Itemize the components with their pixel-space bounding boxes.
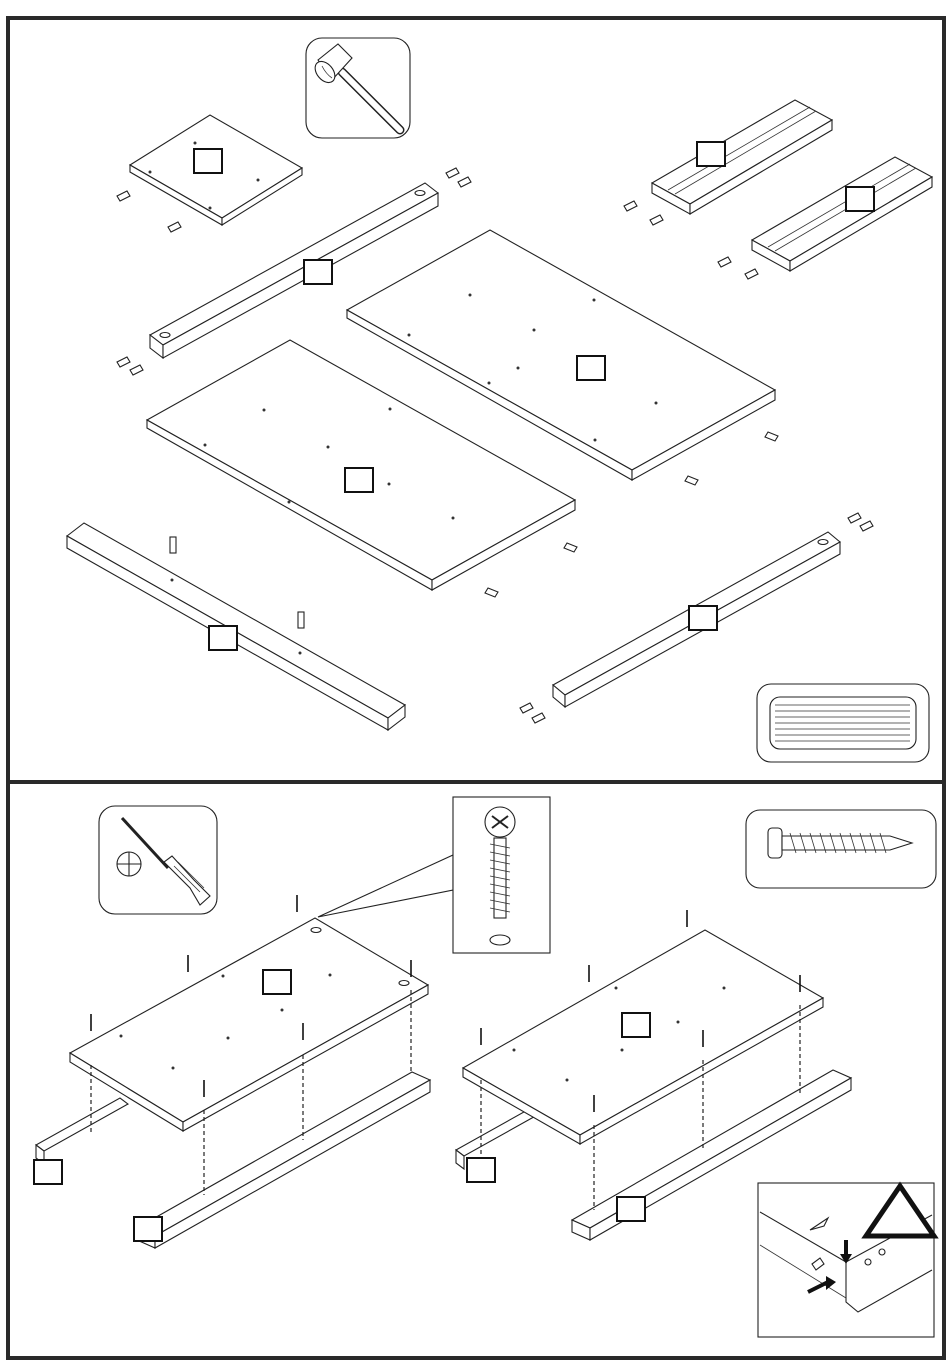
side-rail-part-b <box>752 157 932 271</box>
warning-detail <box>758 1183 934 1337</box>
screw-icon <box>746 810 936 888</box>
left-assembly <box>34 895 430 1248</box>
screw-detail-callout <box>318 797 550 953</box>
beam-part <box>67 523 405 730</box>
dowel-pack-icon <box>757 684 929 762</box>
side-rail-part-a <box>652 100 832 214</box>
rail-part-lower <box>553 532 840 707</box>
small-panel-part <box>130 115 302 225</box>
phillips-screwdriver-icon <box>99 806 217 914</box>
mallet-icon <box>306 38 410 138</box>
